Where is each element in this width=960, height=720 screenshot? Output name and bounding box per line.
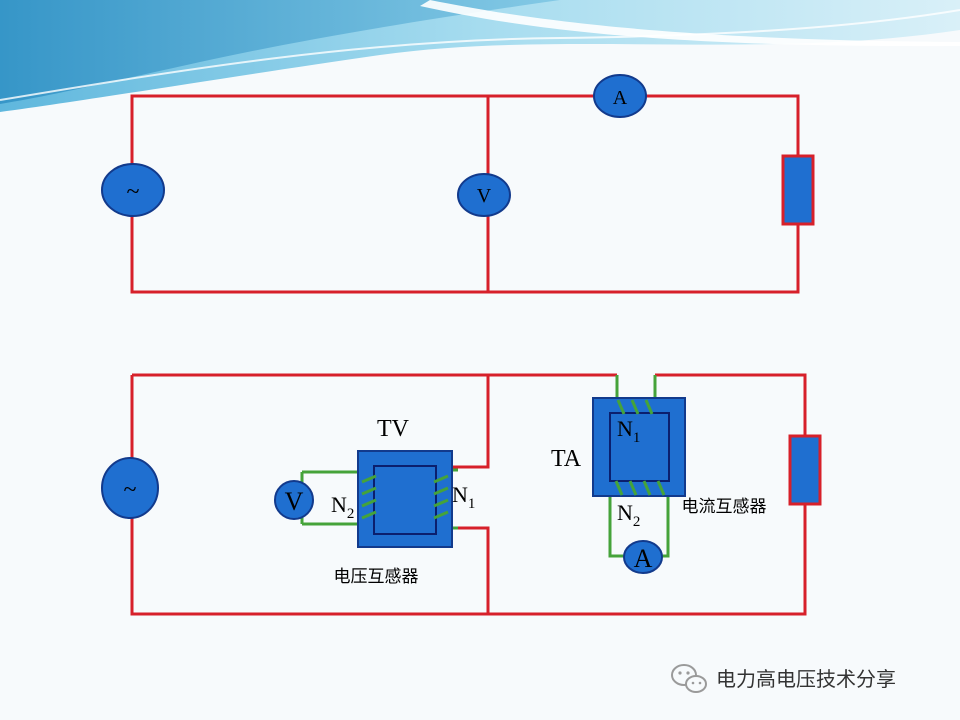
top-ammeter: A xyxy=(593,74,647,118)
tv-primary-label: N1 xyxy=(452,482,475,512)
ta-caption: 电流互感器 xyxy=(682,497,767,517)
voltage-transformer: TV V N2 N1 电压互感器 xyxy=(274,416,475,587)
bottom-ac-source-symbol: ~ xyxy=(124,477,137,503)
top-ammeter-label: A xyxy=(613,87,628,109)
bottom-load-resistor xyxy=(788,434,822,506)
tv-title: TV xyxy=(377,416,410,442)
ta-secondary-label: N2 xyxy=(617,500,640,530)
top-voltmeter-label: V xyxy=(477,185,492,207)
ta-ammeter-label: A xyxy=(634,544,653,573)
watermark-text: 电力高电压技术分享 xyxy=(716,667,896,691)
bottom-circuit: ~ TV V N2 N1 xyxy=(101,373,822,616)
top-ac-source: ~ xyxy=(101,163,165,217)
header-banner xyxy=(0,0,960,112)
top-ac-source-symbol: ~ xyxy=(127,179,140,205)
bottom-ac-source: ~ xyxy=(101,457,159,519)
ta-title: TA xyxy=(551,446,582,472)
watermark: 电力高电压技术分享 xyxy=(671,664,896,693)
top-load-resistor xyxy=(781,154,815,226)
bottom-circuit-wire xyxy=(130,373,807,616)
wechat-icon xyxy=(671,664,707,693)
ta-primary-label: N1 xyxy=(617,416,640,446)
tv-secondary-label: N2 xyxy=(331,492,354,522)
tv-voltmeter-label: V xyxy=(285,487,304,516)
current-transformer: TA A N1 N2 电流互感器 xyxy=(551,375,767,574)
tv-voltmeter xyxy=(274,480,314,520)
ta-ammeter xyxy=(623,540,663,574)
top-voltmeter: V xyxy=(457,173,511,217)
top-circuit-wire xyxy=(130,94,800,294)
top-circuit: ~ V A xyxy=(101,74,815,294)
tv-caption: 电压互感器 xyxy=(334,567,419,587)
